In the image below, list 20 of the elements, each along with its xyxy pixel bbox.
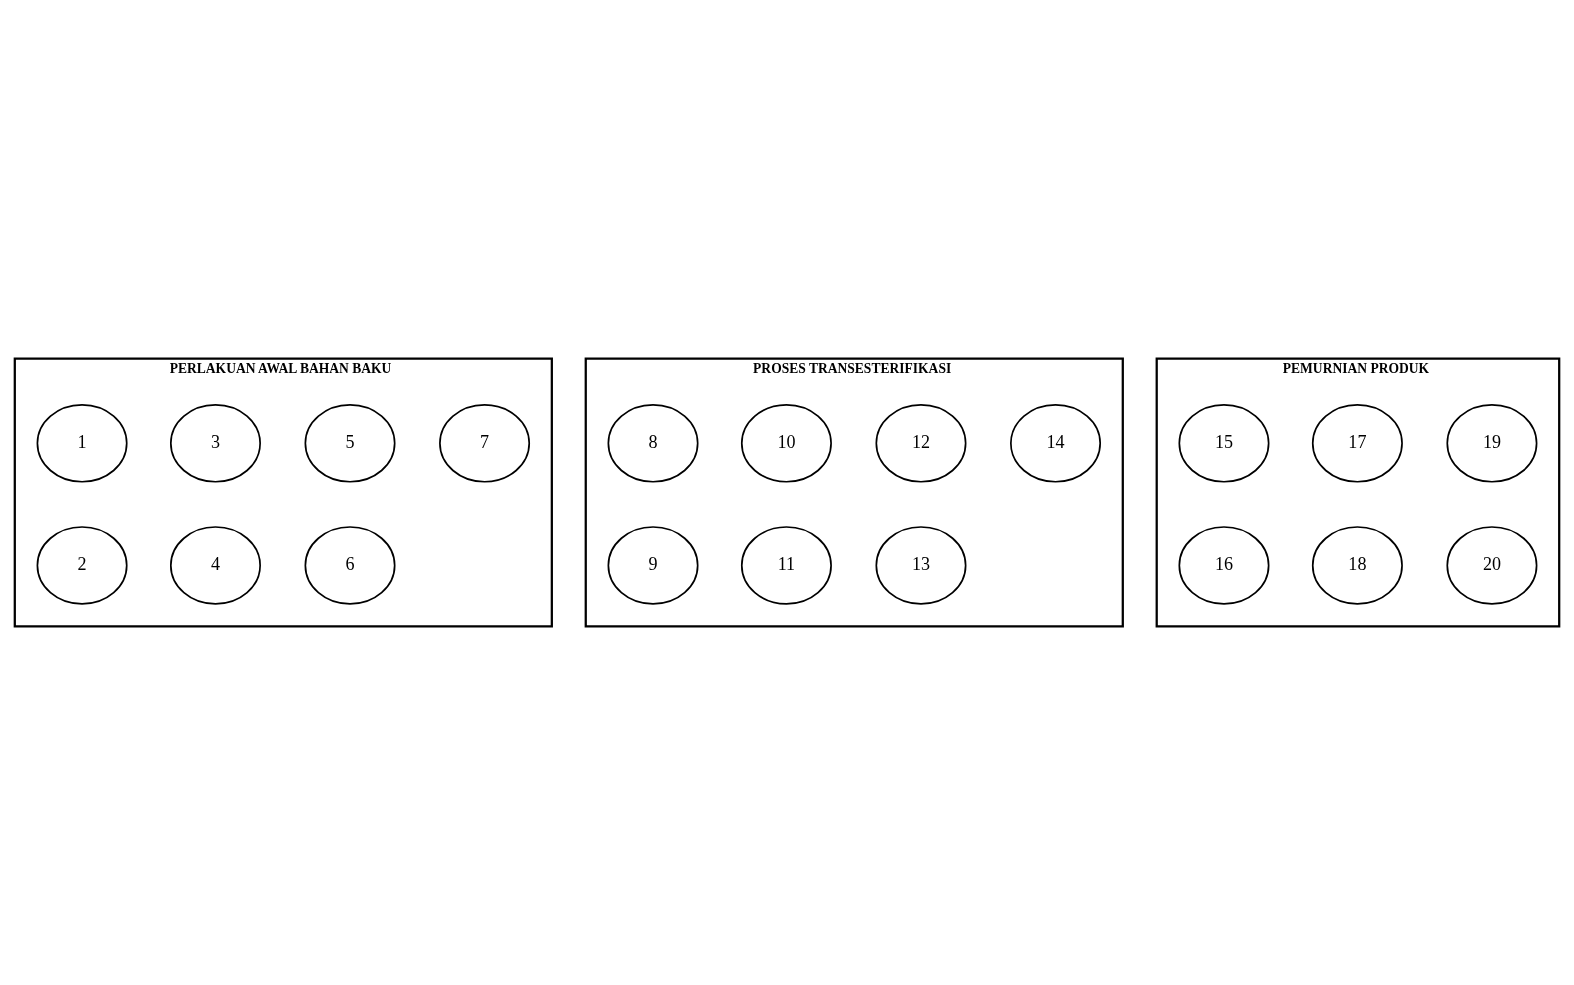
node-ellipse: 13 bbox=[875, 526, 967, 605]
node-ellipse: 16 bbox=[1178, 526, 1270, 605]
node-ellipse: 20 bbox=[1446, 526, 1538, 605]
node-ellipse: 2 bbox=[36, 526, 128, 605]
node-ellipse: 12 bbox=[875, 404, 967, 483]
node-ellipse: 11 bbox=[740, 526, 832, 605]
node-ellipse: 1 bbox=[36, 404, 128, 483]
node-ellipse: 14 bbox=[1010, 404, 1102, 483]
node-ellipse: 15 bbox=[1178, 404, 1270, 483]
node-ellipse: 7 bbox=[439, 404, 531, 483]
node-ellipse: 18 bbox=[1311, 526, 1403, 605]
node-ellipse: 19 bbox=[1446, 404, 1538, 483]
node-ellipse: 6 bbox=[304, 526, 396, 605]
node-ellipse: 17 bbox=[1311, 404, 1403, 483]
node-ellipse: 4 bbox=[169, 526, 261, 605]
node-ellipse: 3 bbox=[169, 404, 261, 483]
node-ellipse: 9 bbox=[607, 526, 699, 605]
node-ellipse: 8 bbox=[607, 404, 699, 483]
node-ellipse: 10 bbox=[740, 404, 832, 483]
node-ellipse: 5 bbox=[304, 404, 396, 483]
